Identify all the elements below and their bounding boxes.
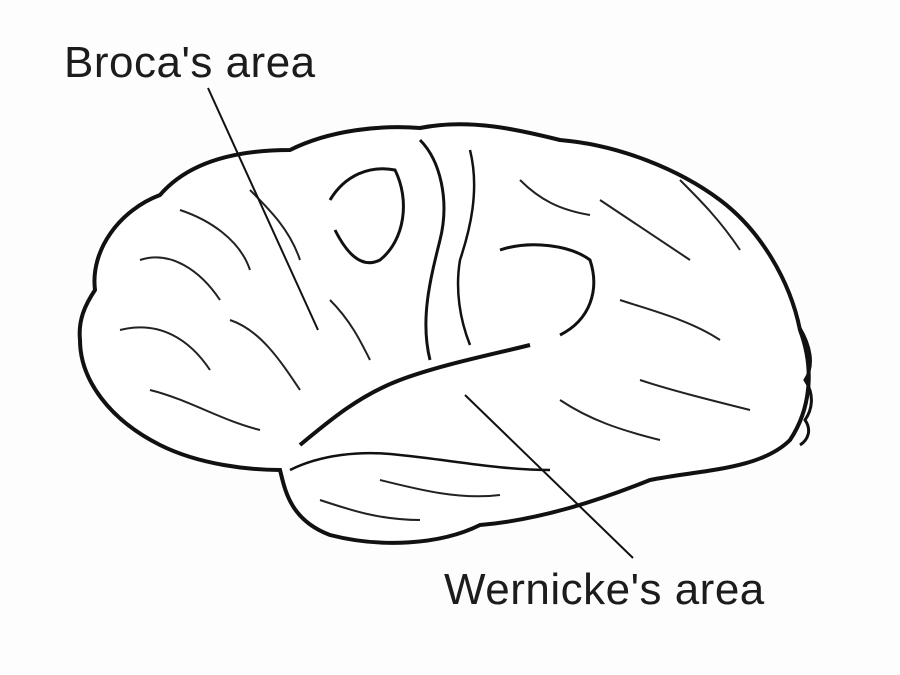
brain-outline	[77, 122, 811, 545]
broca-area-label: Broca's area	[64, 38, 316, 87]
wernicke-area-label: Wernicke's area	[444, 565, 765, 614]
broca-pointer-line	[207, 87, 319, 331]
wernicke-pointer-line	[464, 394, 634, 559]
